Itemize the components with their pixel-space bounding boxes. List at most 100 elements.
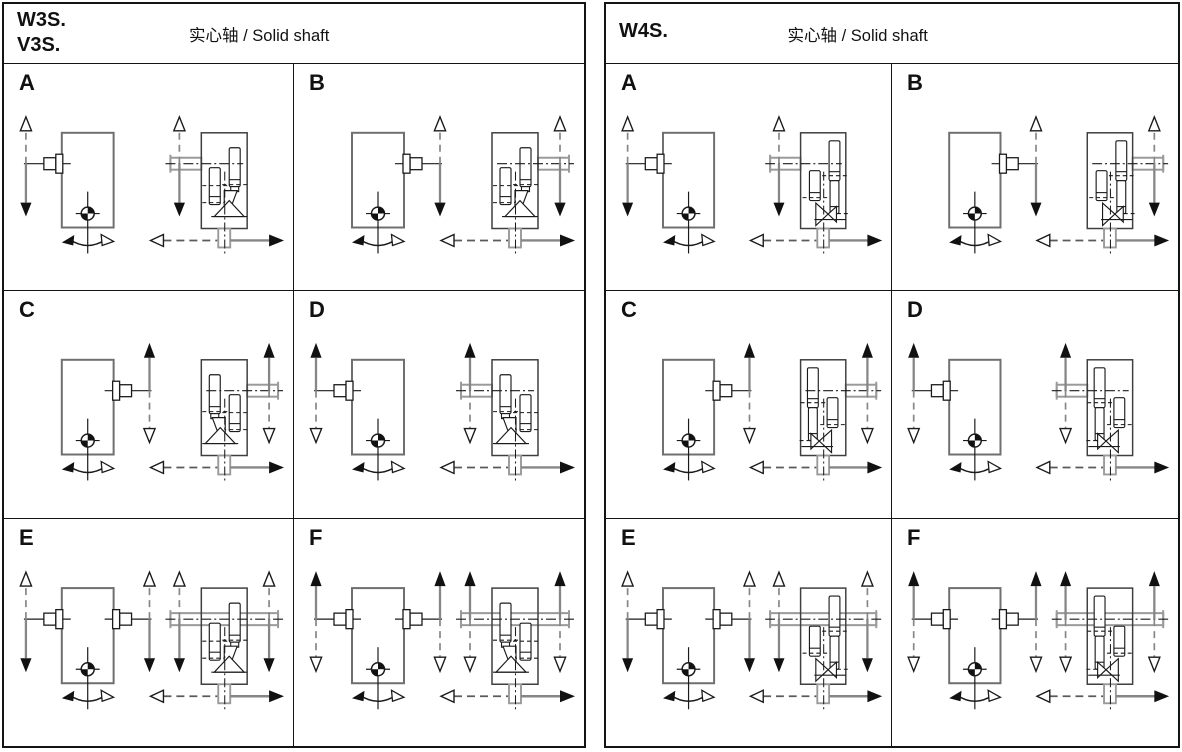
side-view — [148, 114, 285, 257]
output-shaft-symbol — [61, 191, 116, 254]
output-shaft-symbol — [352, 418, 406, 481]
orientation-diagram — [351, 114, 575, 257]
panel-w4s-header: W4S. 实心轴 / Solid shaft — [606, 4, 1178, 64]
front-view — [19, 569, 157, 709]
output-shaft-bottom — [148, 399, 285, 484]
output-shaft-symbol — [949, 191, 1003, 254]
gear-internals — [802, 140, 848, 227]
orientation-diagram — [621, 114, 883, 257]
front-view — [907, 570, 1043, 709]
front-view — [309, 343, 406, 481]
panel-w4s-title: W4S. — [619, 19, 668, 44]
gear-internals — [493, 147, 538, 218]
output-shaft-bottom — [148, 626, 285, 712]
orientation-diagram — [19, 569, 285, 712]
gear-internals — [1086, 367, 1132, 455]
cell-e-w3s: E — [4, 518, 294, 746]
side-view — [1035, 343, 1170, 484]
gear-internals — [1089, 140, 1135, 227]
output-shaft-symbol — [352, 191, 406, 254]
title-line-w4s: W4S. — [619, 20, 668, 42]
output-shaft-symbol — [61, 418, 116, 481]
cell-b-w3s: B — [294, 64, 584, 292]
orientation-diagram — [309, 343, 575, 484]
output-shaft-symbol — [663, 191, 716, 254]
cell-letter: C — [19, 297, 35, 323]
output-shaft-bottom — [748, 171, 883, 257]
output-shaft-symbol — [663, 418, 716, 481]
cell-f-w3s: F — [294, 519, 584, 746]
output-shaft-bottom — [1035, 399, 1170, 484]
gear-internals — [1086, 595, 1132, 683]
orientation-diagram — [907, 343, 1170, 484]
solid-shaft-label: 实心轴 / Solid shaft — [189, 26, 330, 45]
gear-internals — [799, 367, 845, 455]
output-shaft-symbol — [61, 646, 116, 709]
cell-letter: D — [309, 297, 325, 323]
output-shaft-bottom — [439, 399, 575, 484]
solid-shaft-label: 实心轴 / Solid shaft — [787, 26, 928, 45]
output-shaft-bottom — [148, 171, 285, 257]
cell-c-w4s: C — [606, 291, 892, 519]
cell-letter: D — [907, 297, 923, 323]
cell-a-w4s: A — [606, 64, 892, 292]
orientation-diagram — [309, 570, 575, 712]
gear-internals — [493, 374, 538, 445]
orientation-diagram — [60, 343, 285, 484]
cell-f-w4s: F — [892, 519, 1178, 746]
front-view — [662, 343, 757, 481]
panel-w3s-header: W3S. V3S. 实心轴 / Solid shaft — [4, 4, 584, 64]
side-view — [748, 114, 883, 257]
side-view — [1035, 114, 1170, 257]
output-shaft-bottom — [439, 626, 575, 712]
side-view — [748, 343, 883, 484]
front-view — [907, 343, 1003, 481]
orientation-diagram — [19, 114, 285, 257]
title-line-w3s: W3S. — [17, 9, 66, 31]
gear-internals — [202, 147, 248, 218]
output-shaft-symbol — [663, 646, 716, 709]
orientation-diagram — [621, 569, 883, 712]
cell-a-w3s: A — [4, 64, 294, 292]
cell-d-w4s: D — [892, 291, 1178, 519]
gear-internals — [202, 374, 248, 445]
side-view — [439, 114, 575, 257]
output-shaft-bottom — [748, 399, 883, 484]
cell-c-w3s: C — [4, 291, 294, 519]
side-view — [148, 569, 285, 712]
title-line-v3s: V3S. — [17, 34, 61, 56]
side-view — [1035, 570, 1170, 712]
orientation-diagram — [907, 570, 1170, 712]
front-view — [621, 114, 716, 254]
front-view — [351, 114, 447, 254]
cell-b-w4s: B — [892, 64, 1178, 292]
cell-d-w3s: D — [294, 291, 584, 519]
cell-letter: E — [621, 524, 636, 550]
side-view — [439, 570, 575, 712]
cell-letter: B — [309, 70, 325, 95]
cell-letter: C — [621, 297, 637, 323]
front-view — [309, 570, 447, 709]
front-view — [621, 569, 757, 709]
cell-e-w4s: E — [606, 518, 892, 746]
orientation-diagram — [662, 343, 883, 484]
output-shaft-symbol — [949, 646, 1003, 709]
output-shaft-bottom — [1035, 171, 1170, 257]
output-shaft-symbol — [949, 418, 1003, 481]
front-view — [60, 343, 157, 481]
gear-internals — [802, 595, 848, 683]
output-shaft-bottom — [439, 171, 575, 257]
panel-w3s-title: W3S. V3S. — [17, 8, 66, 58]
cell-letter: B — [907, 70, 923, 95]
side-view — [748, 569, 883, 712]
cell-letter: F — [907, 524, 921, 550]
output-shaft-bottom — [748, 626, 883, 712]
gear-internals — [202, 602, 248, 673]
cell-letter: E — [19, 524, 34, 550]
side-view — [439, 343, 575, 484]
